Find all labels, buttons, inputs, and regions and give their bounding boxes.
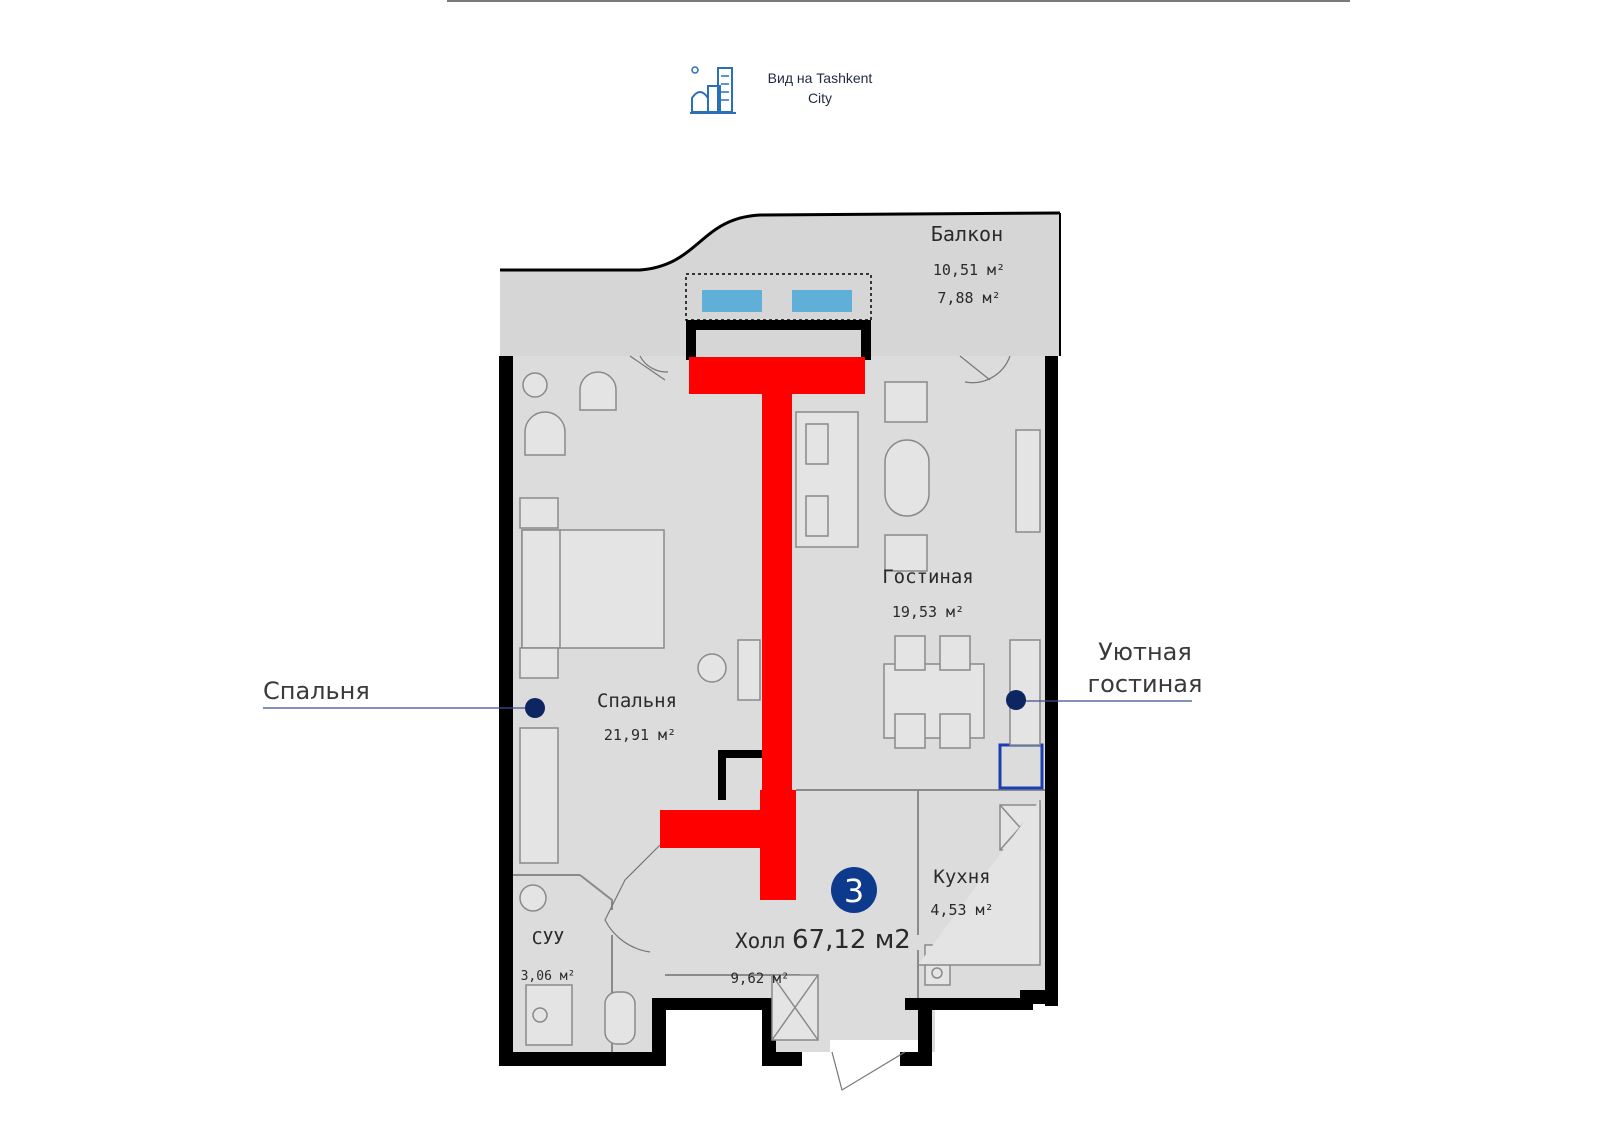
balcony-area-reduced: 7,88 м² xyxy=(937,289,1000,307)
exterior-walls xyxy=(499,320,1058,1066)
bedroom-name: Спальня xyxy=(597,690,677,712)
apartment-number-badge xyxy=(831,867,877,913)
bedroom-area: 21,91 м² xyxy=(604,726,676,744)
demolished-walls xyxy=(660,357,865,900)
balcony-name: Балкон xyxy=(931,222,1003,246)
top-divider xyxy=(447,0,1350,2)
window-left xyxy=(702,290,762,312)
view-label-line2: City xyxy=(807,90,833,106)
living-furniture xyxy=(795,381,1041,749)
bathroom-name: СУУ xyxy=(532,928,565,949)
living-name: Гостиная xyxy=(882,566,974,588)
city-skyline-icon xyxy=(690,66,736,114)
balcony-area xyxy=(500,213,1060,356)
balcony-edge xyxy=(500,211,1061,272)
living-area: 19,53 м² xyxy=(892,603,964,621)
apartment-total-area: 67,12 м2 xyxy=(792,925,911,955)
view-label-line1: Вид на Tashkent xyxy=(767,70,873,86)
kitchen-furniture xyxy=(918,800,1041,986)
view-legend: Вид на Tashkent City xyxy=(690,58,890,118)
bedroom-marker xyxy=(525,698,545,718)
living-callout-label: Уютная гостиная xyxy=(1085,636,1205,700)
balcony-area-total: 10,51 м² xyxy=(933,261,1005,279)
living-callout-line2: гостиная xyxy=(1087,670,1203,698)
bedroom-callout-label: Спальня xyxy=(263,677,370,705)
hall-name: Холл xyxy=(735,929,786,953)
window-right xyxy=(792,290,852,312)
living-marker xyxy=(1006,690,1026,710)
bedroom-furniture xyxy=(519,371,761,864)
kitchen-name: Кухня xyxy=(933,866,990,888)
apartment-number: 3 xyxy=(844,872,864,910)
hall-area: 9,62 м² xyxy=(730,971,789,987)
living-callout-line1: Уютная xyxy=(1098,638,1192,666)
bathroom-area: 3,06 м² xyxy=(521,969,576,984)
kitchen-area: 4,53 м² xyxy=(930,901,993,919)
bathroom-fixtures xyxy=(519,884,819,1046)
